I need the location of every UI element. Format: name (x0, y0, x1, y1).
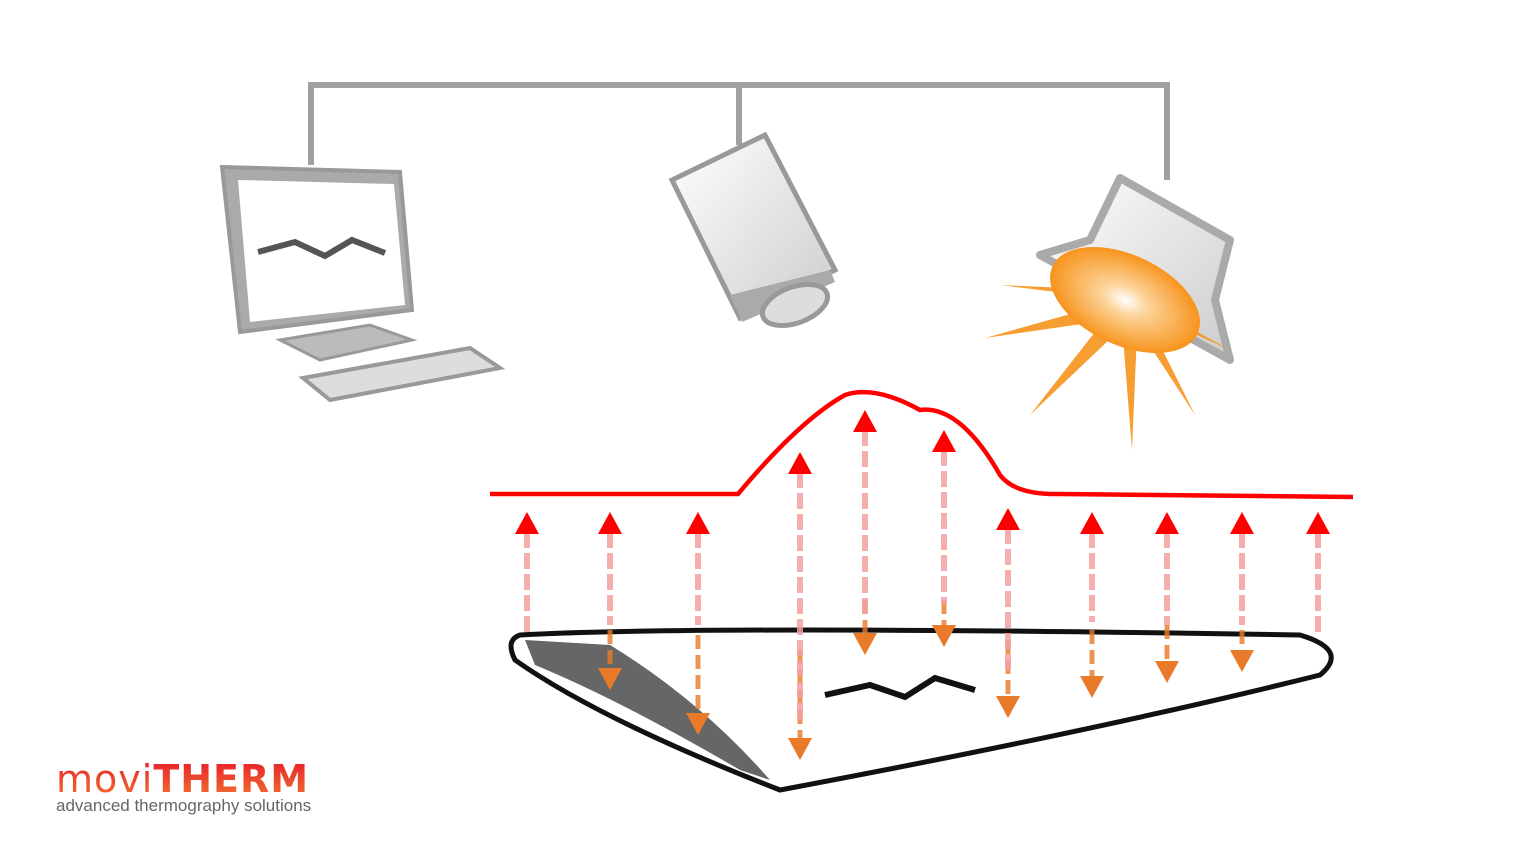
reflected-heat-arrow (1080, 676, 1104, 698)
emitted-radiation-arrow (515, 512, 539, 534)
emitted-radiation-arrow (853, 410, 877, 432)
emitted-radiation-arrow (932, 430, 956, 452)
emitted-radiation-arrow (1155, 512, 1179, 534)
computer-monitor-icon (219, 164, 506, 403)
logo-brand-suffix: THERM (153, 757, 310, 801)
connection-cable (308, 82, 1170, 180)
emitted-radiation-arrow (1080, 512, 1104, 534)
flash-lamp-icon (985, 174, 1234, 450)
infrared-camera-icon (668, 131, 839, 329)
specimen-wing-icon (508, 627, 1334, 793)
emitted-radiation-arrow (788, 452, 812, 474)
logo-brand-prefix: movi (56, 757, 154, 801)
emitted-radiation-arrow (996, 508, 1020, 530)
emitted-radiation-arrow (1230, 512, 1254, 534)
reflected-heat-arrow (932, 625, 956, 647)
temperature-profile-curve (490, 389, 1354, 500)
emitted-radiation-arrow (598, 512, 622, 534)
movitherm-logo: moviTHERM advanced thermography solution… (56, 760, 311, 816)
reflected-heat-arrow (996, 696, 1020, 718)
reflected-heat-arrow (1230, 650, 1254, 672)
reflected-heat-arrow (853, 633, 877, 655)
emitted-radiation-arrow (1306, 512, 1330, 534)
reflected-heat-arrow (1155, 661, 1179, 683)
emitted-radiation-arrow (686, 512, 710, 534)
logo-tagline: advanced thermography solutions (56, 796, 312, 815)
reflected-heat-arrow (686, 713, 710, 735)
reflected-heat-arrow (598, 668, 622, 690)
reflected-heat-arrow (788, 738, 812, 760)
